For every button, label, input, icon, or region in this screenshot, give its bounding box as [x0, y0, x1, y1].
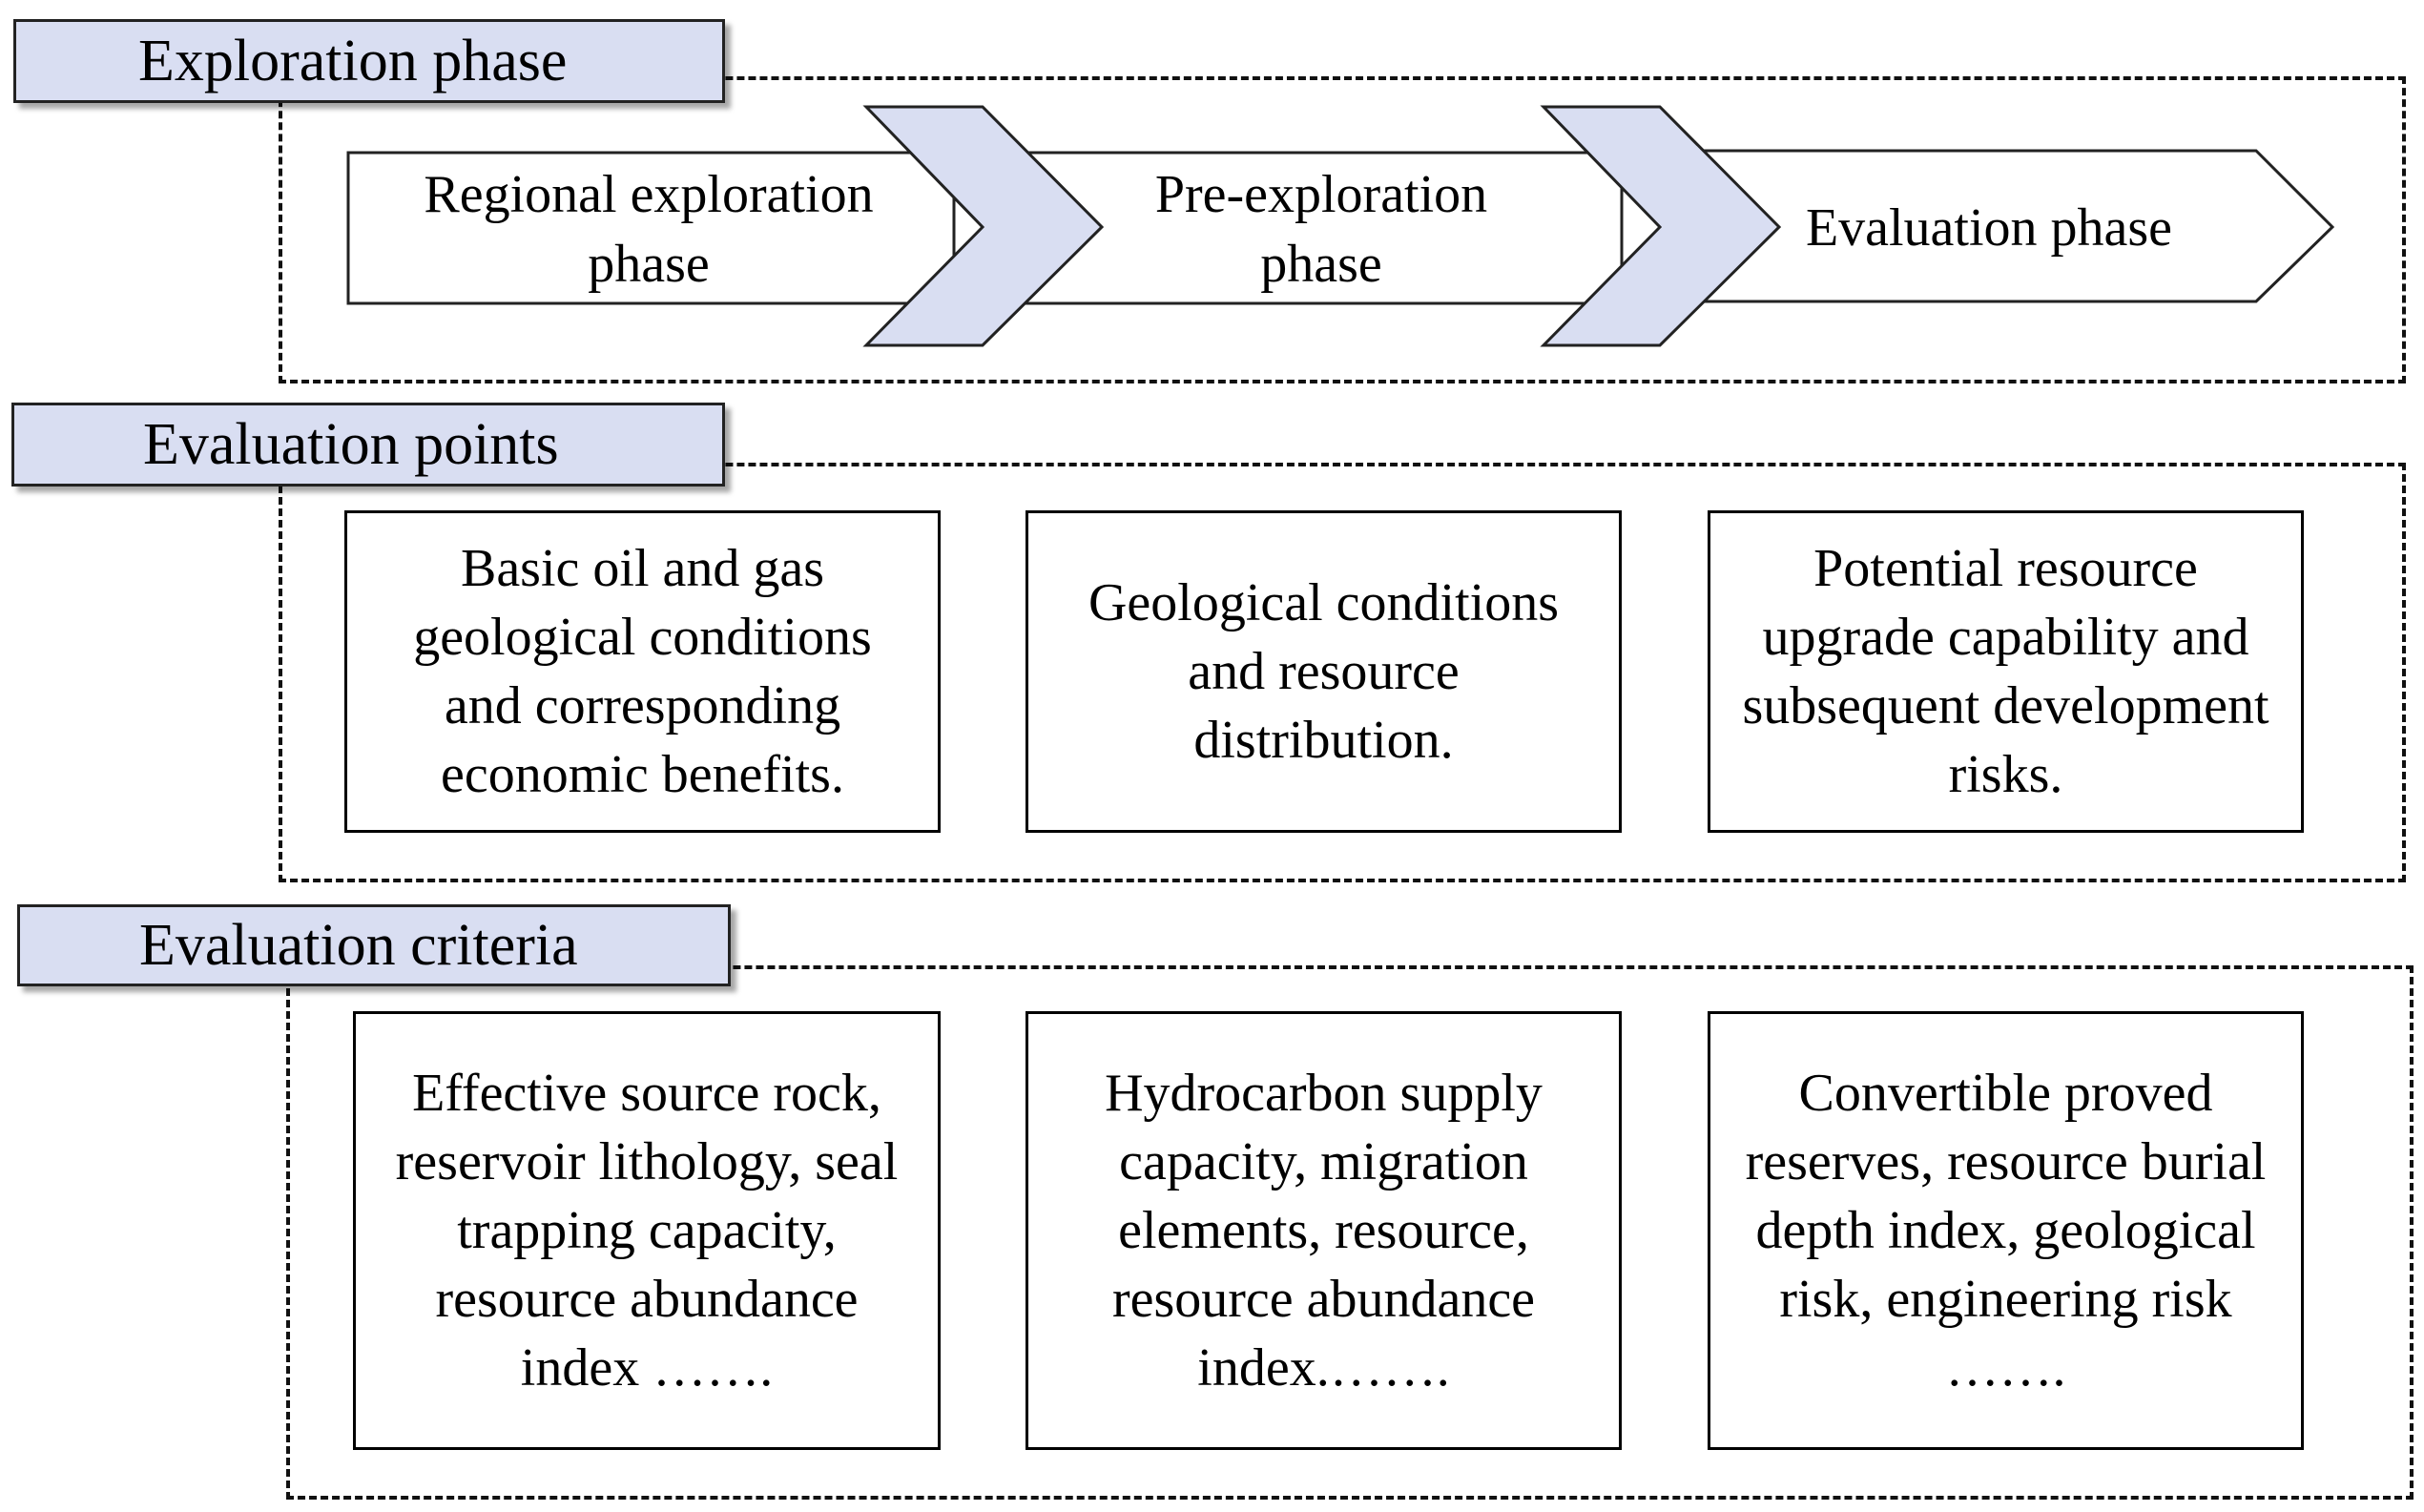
evaluation-points-title: Evaluation points — [143, 412, 559, 477]
point-box-2: Geological conditions and resource distr… — [1026, 510, 1622, 833]
step-regional-exploration: Regional exploration phase — [424, 165, 874, 294]
evaluation-points-frame — [279, 463, 2406, 882]
chevron-icon-2 — [1540, 105, 1782, 347]
step-pre-exploration: Pre-exploration phase — [1154, 165, 1488, 294]
step-evaluation-phase: Evaluation phase — [1805, 198, 2173, 258]
evaluation-criteria-frame — [286, 965, 2414, 1500]
criteria-text-2: Hydrocarbon supply capacity, migration e… — [1105, 1064, 1543, 1398]
exploration-phase-frame — [279, 76, 2406, 383]
criteria-box-3: Convertible proved reserves, resource bu… — [1708, 1011, 2304, 1450]
evaluation-points-header: Evaluation points — [11, 403, 725, 487]
exploration-phase-header: Exploration phase — [13, 19, 725, 103]
exploration-phase-title: Exploration phase — [138, 29, 568, 93]
chevron-icon-1 — [862, 105, 1105, 347]
point-text-2: Geological conditions and resource distr… — [1088, 573, 1559, 770]
evaluation-criteria-header: Evaluation criteria — [17, 904, 731, 986]
criteria-text-1: Effective source rock, reservoir litholo… — [395, 1064, 899, 1398]
point-text-1: Basic oil and gas geological conditions … — [413, 539, 872, 804]
criteria-text-3: Convertible proved reserves, resource bu… — [1745, 1064, 2267, 1398]
point-box-1: Basic oil and gas geological conditions … — [344, 510, 941, 833]
criteria-box-1: Effective source rock, reservoir litholo… — [353, 1011, 941, 1450]
criteria-box-2: Hydrocarbon supply capacity, migration e… — [1026, 1011, 1622, 1450]
point-text-3: Potential resource upgrade capability an… — [1742, 539, 2269, 804]
point-box-3: Potential resource upgrade capability an… — [1708, 510, 2304, 833]
evaluation-criteria-title: Evaluation criteria — [139, 913, 578, 978]
